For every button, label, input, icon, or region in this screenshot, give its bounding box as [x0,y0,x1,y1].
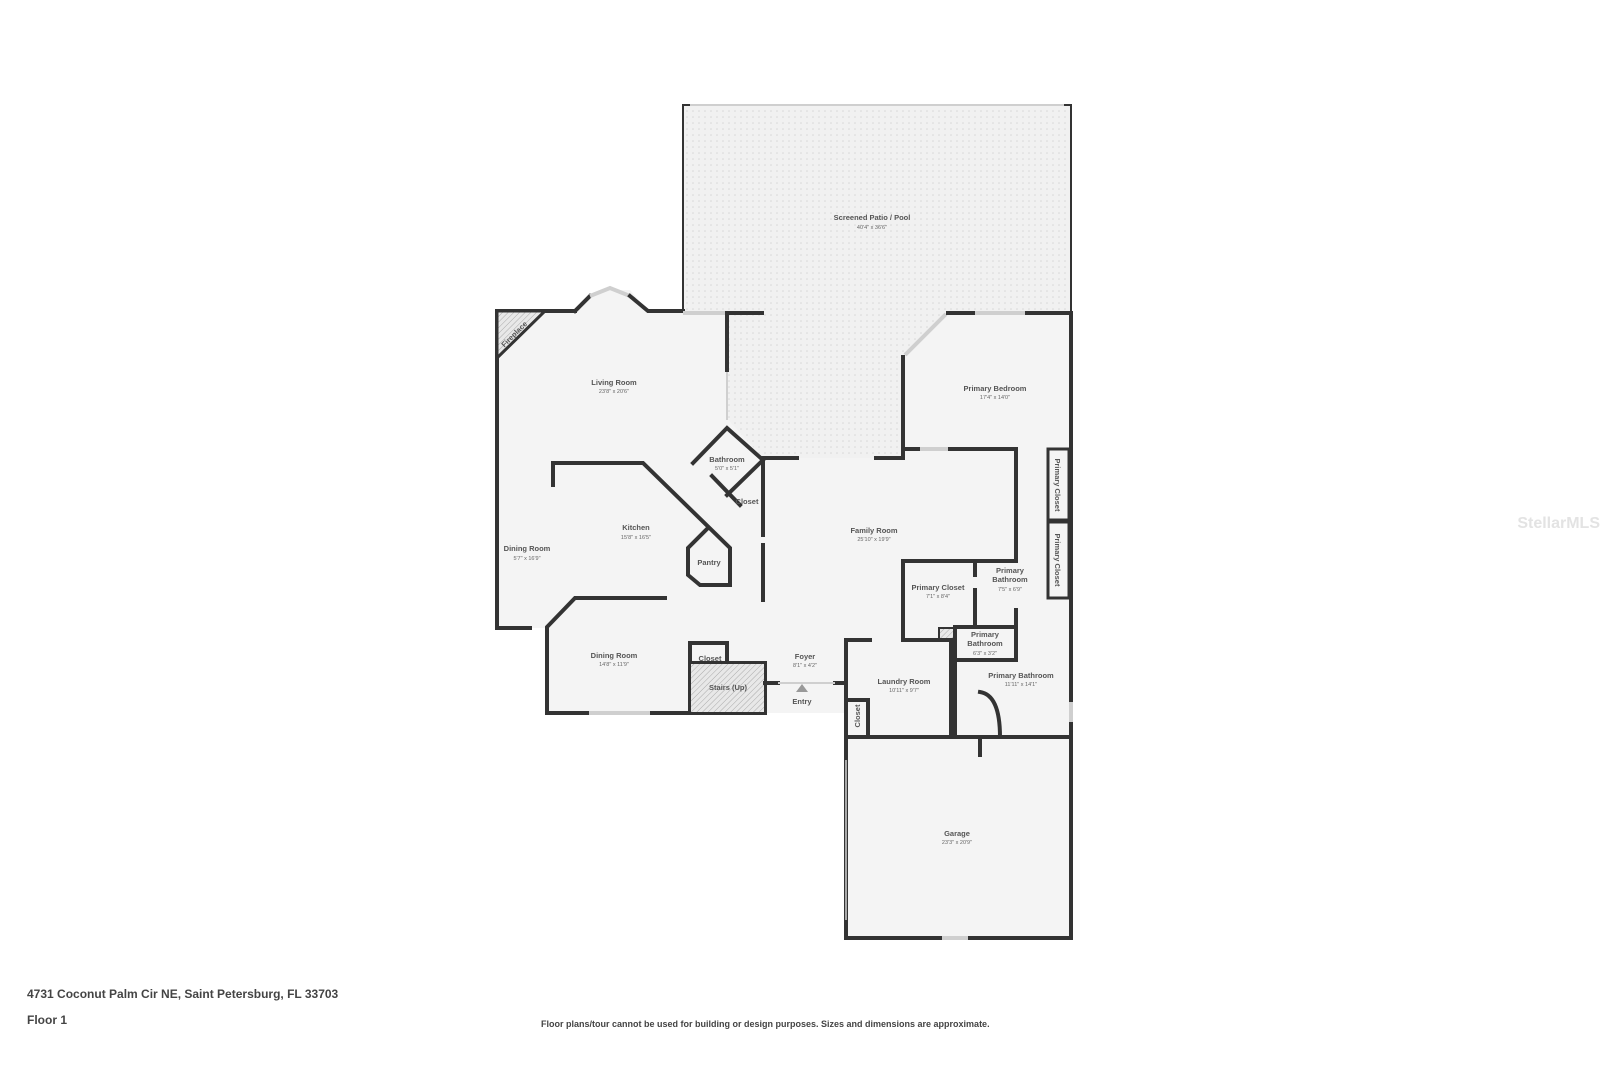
garage-floor [846,737,1071,938]
room-dining-nook-dims: 5'7" x 16'9" [513,556,540,562]
entry-label: Entry [792,697,812,706]
room-primary-bath-3-name: Primary Bathroom [988,671,1054,680]
room-bathroom-name: Bathroom [709,455,745,464]
room-patio-dims: 40'4" x 36'6" [857,225,887,231]
room-bathroom-dims: 5'0" x 5'1" [715,466,739,472]
room-primary-bath-2-name2: Bathroom [967,639,1003,648]
room-primary-bath-3-dims: 11'11" x 14'1" [1005,682,1037,688]
house-floor [497,290,1071,737]
room-family-name: Family Room [850,526,897,535]
room-foyer-dims: 8'1" x 4'2" [793,663,817,669]
room-dining-dims: 14'8" x 11'9" [599,662,629,668]
room-primary-bath-2-dims: 6'3" x 3'2" [973,651,997,657]
watermark: StellarMLS [1517,515,1600,532]
room-primary-closet-a: Primary Closet [1053,459,1062,512]
room-stairs: Stairs (Up) [709,683,747,692]
room-primary-closet-main-dims: 7'1" x 8'4" [926,594,950,600]
room-kitchen-dims: 15'8" x 16'5" [621,535,651,541]
room-primary-closet-b: Primary Closet [1053,534,1062,587]
room-closet-dining: Closet [699,654,722,663]
room-closet-hall: Closet [736,497,759,506]
disclaimer: Floor plans/tour cannot be used for buil… [541,1019,990,1029]
room-foyer-name: Foyer [795,652,816,661]
floor-label: Floor 1 [27,1013,68,1027]
room-dining-nook-name: Dining Room [504,544,551,553]
room-living-dims: 23'8" x 20'6" [599,389,629,395]
room-primary-bath-2-name1: Primary [971,630,1000,639]
room-closet-laundry: Closet [853,704,862,727]
room-kitchen-name: Kitchen [622,523,650,532]
room-garage-name: Garage [944,829,970,838]
room-family-dims: 25'10" x 19'9" [857,537,890,543]
stairs-hatch [691,664,764,712]
room-primary-bath-1-name1: Primary [996,566,1025,575]
room-laundry-name: Laundry Room [878,677,931,686]
room-primary-bedroom-name: Primary Bedroom [964,384,1027,393]
fireplace-hatch [495,309,549,362]
room-laundry-dims: 10'11" x 9'7" [889,688,919,694]
address: 4731 Coconut Palm Cir NE, Saint Petersbu… [27,987,339,1001]
room-primary-bedroom-dims: 17'4" x 14'0" [980,395,1010,401]
room-primary-bath-1-dims: 7'5" x 6'9" [998,587,1022,593]
room-dining-name: Dining Room [591,651,638,660]
room-pantry: Pantry [697,558,721,567]
room-living-name: Living Room [591,378,637,387]
room-patio-name: Screened Patio / Pool [834,213,911,222]
patio-area [683,105,1071,458]
room-primary-closet-main-name: Primary Closet [912,583,965,592]
room-primary-bath-1-name2: Bathroom [992,575,1028,584]
room-garage-dims: 23'3" x 20'9" [942,840,972,846]
walls [495,285,1073,940]
entry-arrow-icon [796,684,808,692]
